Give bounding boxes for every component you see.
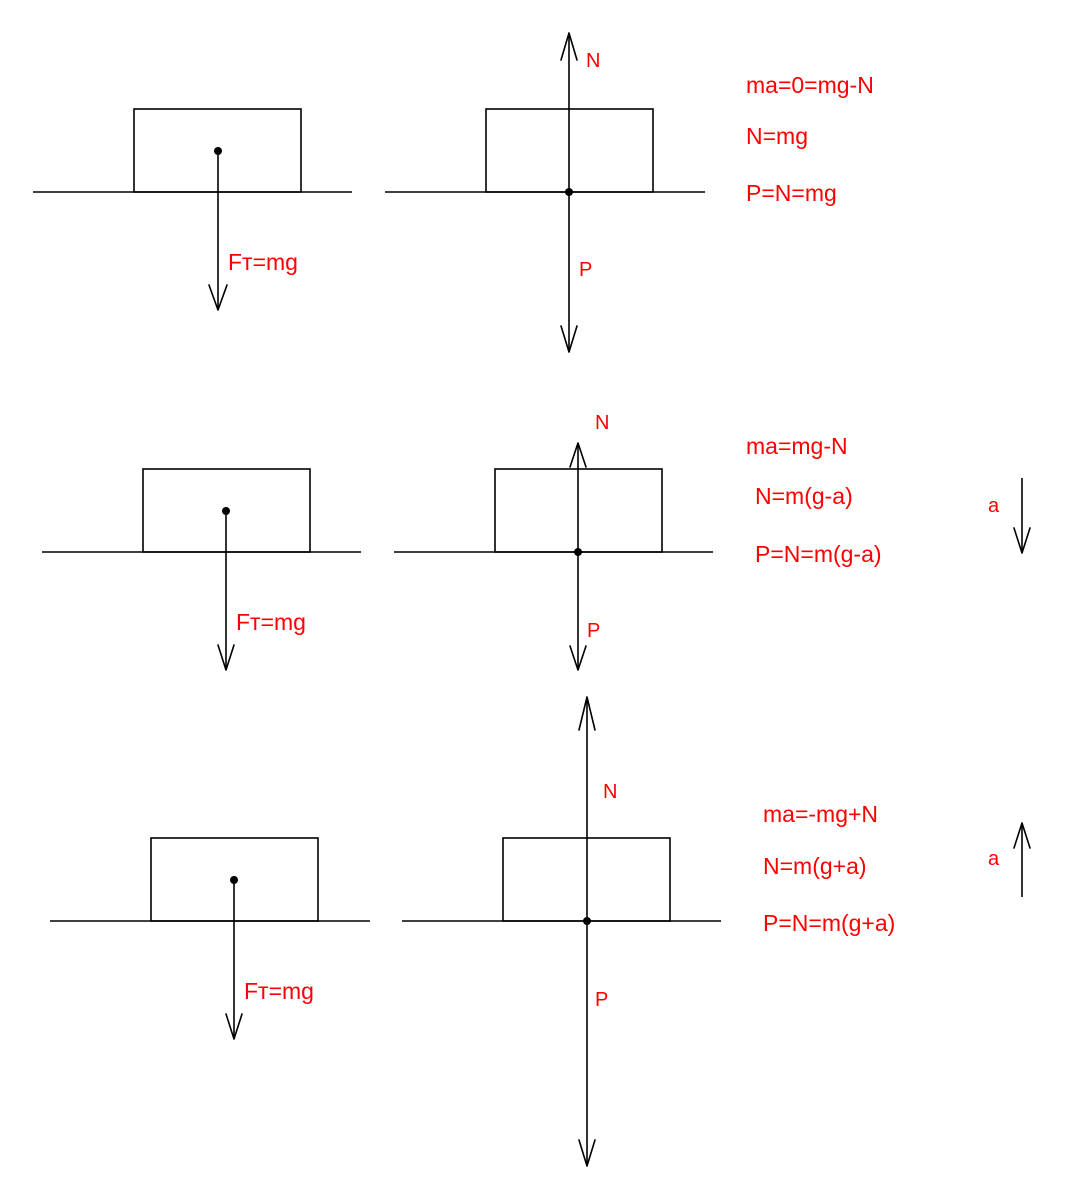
equation-weight: P=N=m(g+a)	[763, 910, 895, 936]
contact-point-dot	[565, 188, 573, 196]
weight-force-label: P	[579, 259, 592, 281]
weight-force-arrow	[578, 921, 596, 1167]
acceleration-indicator: a	[988, 478, 1031, 554]
equation-normal: N=m(g+a)	[763, 853, 867, 879]
gravity-force-arrow	[225, 880, 243, 1040]
normal-force-label: N	[586, 50, 600, 72]
contact-point-dot	[574, 548, 582, 556]
gravity-force-arrow	[208, 151, 228, 311]
weight-force-arrow	[560, 192, 578, 353]
scenario-accel-up: Fт=mg N P ma=-mg+N N=m(g+a) P=N=m(g+a) a	[50, 696, 1031, 1167]
normal-force-label: N	[603, 781, 617, 803]
equation-weight: P=N=m(g-a)	[755, 541, 882, 567]
equations: ma=-mg+N N=m(g+a) P=N=m(g+a)	[763, 801, 895, 936]
equation-newton: ma=-mg+N	[763, 801, 878, 827]
normal-force-arrow	[560, 32, 578, 192]
equations: ma=mg-N N=m(g-a) P=N=m(g-a)	[746, 433, 882, 567]
equation-newton: ma=mg-N	[746, 433, 848, 459]
support-panel: N P	[385, 32, 705, 353]
weight-force-arrow	[569, 552, 587, 671]
equation-normal: N=mg	[746, 123, 808, 149]
gravity-force-label: Fт=mg	[236, 609, 306, 635]
weight-force-label: P	[587, 620, 600, 642]
contact-point-dot	[583, 917, 591, 925]
scenario-accel-down: Fт=mg N P ma=mg-N N=m(g-a) P=N=m(g-a) a	[42, 412, 1031, 671]
gravity-panel: Fт=mg	[50, 837, 370, 1040]
gravity-panel: Fт=mg	[42, 468, 361, 671]
equation-normal: N=m(g-a)	[755, 483, 853, 509]
gravity-force-arrow	[217, 511, 235, 671]
acceleration-label: a	[988, 495, 1000, 517]
support-panel: N P	[394, 412, 713, 671]
gravity-force-label: Fт=mg	[244, 978, 314, 1004]
equation-newton: ma=0=mg-N	[746, 72, 874, 98]
equation-weight: P=N=mg	[746, 180, 837, 206]
gravity-panel: Fт=mg	[33, 108, 352, 311]
scenario-rest: Fт=mg N P ma=0=mg-N N=mg P=N=mg	[33, 32, 874, 353]
support-panel: N P	[402, 696, 721, 1167]
acceleration-down-arrow	[1013, 478, 1031, 554]
normal-force-label: N	[595, 412, 609, 434]
normal-force-arrow	[578, 696, 596, 921]
acceleration-up-arrow	[1013, 822, 1031, 897]
normal-force-arrow	[569, 442, 587, 552]
acceleration-label: a	[988, 848, 1000, 870]
acceleration-indicator: a	[988, 822, 1031, 897]
equations: ma=0=mg-N N=mg P=N=mg	[746, 72, 874, 206]
gravity-force-label: Fт=mg	[228, 249, 298, 275]
weight-force-label: P	[595, 989, 608, 1011]
